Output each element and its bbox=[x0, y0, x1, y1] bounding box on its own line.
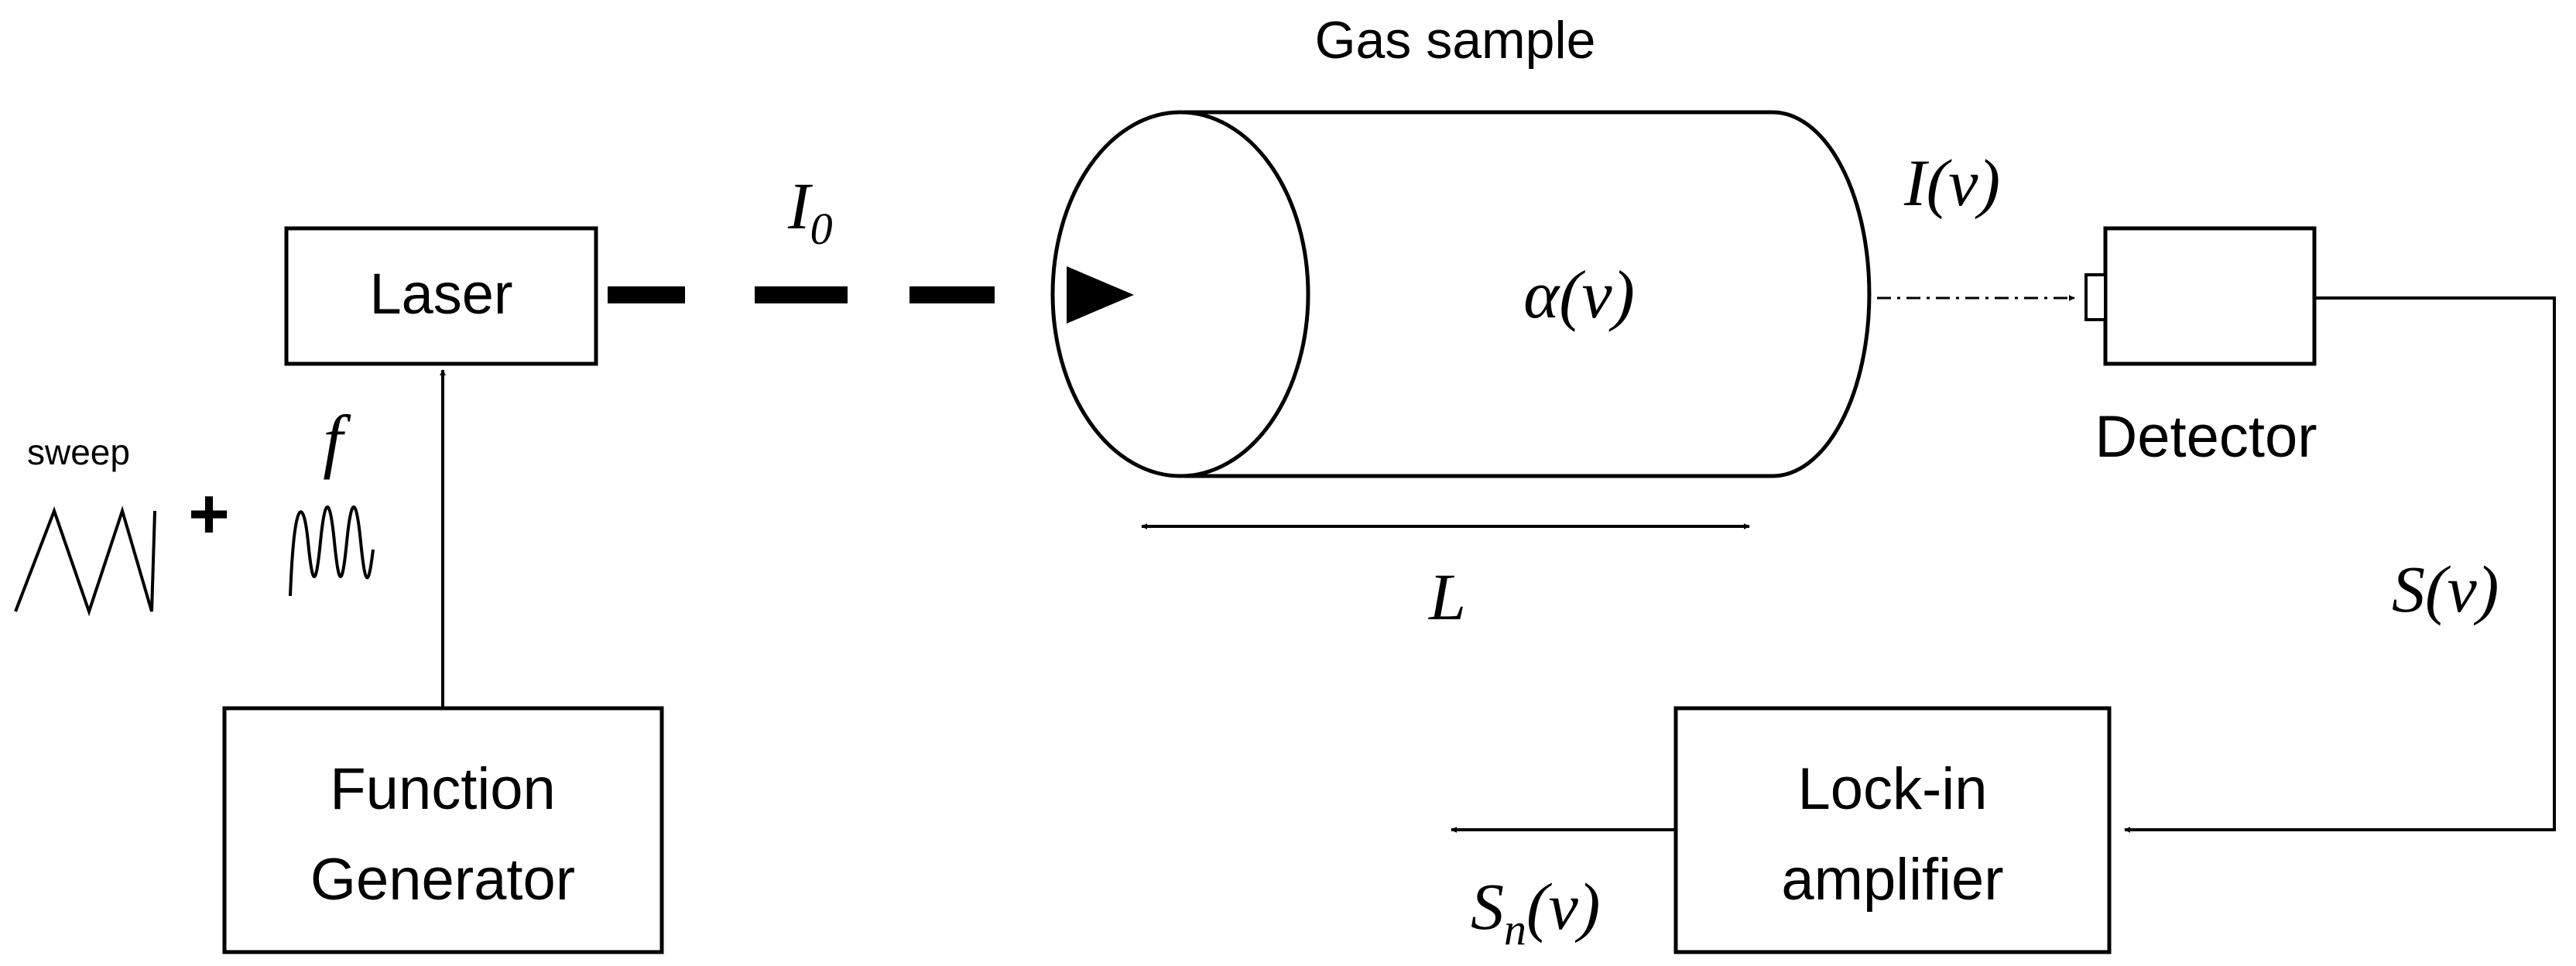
plus-sign: + bbox=[188, 474, 230, 553]
detector-signal-label: S(v) bbox=[2392, 552, 2499, 626]
function-generator-label-line1: Function bbox=[330, 756, 556, 822]
path-length-label: L bbox=[1427, 560, 1466, 634]
modulation-frequency-label: f bbox=[323, 401, 351, 480]
signal-wire bbox=[2124, 296, 2556, 833]
lockin-label-line2: amplifier bbox=[1781, 847, 2003, 913]
gas-cell bbox=[1050, 110, 1872, 478]
absorption-coefficient-label: α(v) bbox=[1523, 258, 1635, 333]
gas-sample-title: Gas sample bbox=[1315, 11, 1596, 70]
sawtooth-waveform-icon bbox=[14, 505, 156, 617]
function-generator-label-line2: Generator bbox=[310, 847, 575, 913]
transmitted-intensity-label: I(v) bbox=[1903, 146, 2000, 220]
lockin-amplifier-block: Lock-in amplifier bbox=[1673, 706, 2112, 954]
laser-label: Laser bbox=[369, 262, 512, 326]
demodulated-signal-label: Sn(v) bbox=[1471, 869, 1600, 954]
sweep-label: sweep bbox=[27, 432, 130, 472]
svg-text:I0: I0 bbox=[787, 169, 833, 254]
laser-block: Laser bbox=[284, 226, 598, 366]
lockin-label-line1: Lock-in bbox=[1798, 756, 1988, 822]
detector-block: Detector bbox=[2084, 226, 2317, 470]
i0-label: I0 bbox=[787, 169, 833, 254]
laser-beam bbox=[608, 266, 1134, 324]
detector-label: Detector bbox=[2095, 404, 2317, 470]
function-generator-block: Function Generator bbox=[222, 706, 664, 954]
sine-waveform-icon bbox=[289, 505, 375, 597]
